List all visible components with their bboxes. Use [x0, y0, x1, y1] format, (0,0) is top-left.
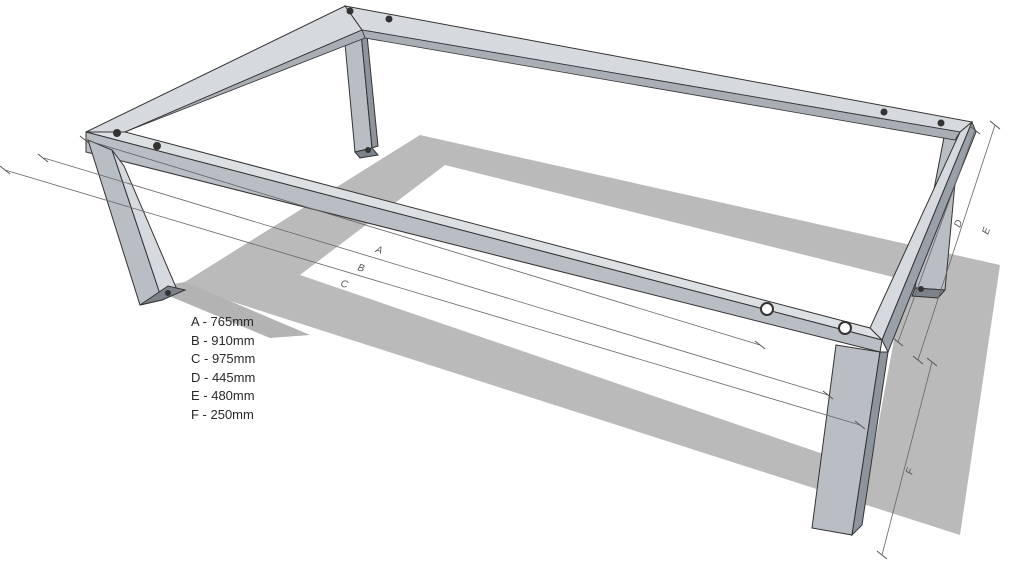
- dim-tick: [754, 340, 766, 350]
- leg-front-left: [87, 139, 187, 306]
- legend-item-e: E - 480mm: [191, 388, 255, 403]
- dim-tick: [0, 165, 11, 175]
- bolt-hole: [385, 15, 393, 23]
- dim-line-f: [881, 361, 933, 556]
- dim-label-c: C: [339, 278, 350, 291]
- dim-tick: [912, 355, 924, 365]
- leg-front-right: [811, 344, 889, 537]
- legend-item-b: B - 910mm: [191, 332, 255, 348]
- dim-tick: [926, 357, 938, 367]
- dim-label-e: E: [980, 226, 993, 236]
- rail-left-inner: [124, 29, 366, 133]
- bolt-hole: [165, 290, 171, 296]
- dim-line-a: [85, 139, 761, 346]
- dim-line-d: [897, 129, 976, 343]
- bolt-hole: [937, 119, 945, 127]
- dimension-legend: A - 765mm B - 910mm C - 975mm D - 445mm …: [191, 313, 255, 424]
- dim-tick: [989, 120, 1001, 130]
- bolt-holes: [113, 7, 945, 335]
- rail-back-inner: [361, 29, 961, 141]
- dim-tick: [876, 550, 888, 560]
- dim-label-a: A: [373, 244, 384, 257]
- dim-line-b: [43, 157, 829, 396]
- dim-line-c: [4, 169, 861, 426]
- dim-line-e: [917, 124, 996, 361]
- dimension-ticks: [0, 120, 1001, 560]
- dim-tick: [37, 153, 49, 163]
- bolt-hole: [113, 129, 121, 137]
- legend-item-d: D - 445mm: [191, 369, 256, 385]
- bolt-hole: [153, 142, 161, 150]
- bolt-hole: [918, 286, 924, 292]
- bolt-hole: [346, 7, 354, 15]
- dim-label-f: F: [904, 466, 916, 476]
- dim-tick: [79, 135, 91, 145]
- dim-tick: [892, 337, 904, 347]
- dim-tick: [854, 420, 866, 430]
- bolt-hole: [838, 321, 852, 335]
- shadow-leg-front-left: [150, 282, 310, 338]
- dim-tick: [969, 125, 981, 135]
- dim-tick: [822, 390, 834, 400]
- legend-item-c: C - 975mm: [191, 351, 256, 366]
- dim-label-b: B: [356, 262, 366, 275]
- dimension-lines: [4, 124, 996, 556]
- dim-label-d: D: [952, 218, 965, 229]
- rail-back: [343, 5, 974, 133]
- legend-item-a: A - 765mm: [191, 314, 254, 329]
- legend-item-f: F - 250mm: [191, 406, 254, 422]
- bolt-hole: [880, 108, 888, 116]
- bolt-hole: [365, 147, 371, 153]
- rail-left: [85, 5, 363, 133]
- dimension-letters: A B C D E F: [339, 218, 993, 475]
- bolt-hole: [760, 302, 774, 316]
